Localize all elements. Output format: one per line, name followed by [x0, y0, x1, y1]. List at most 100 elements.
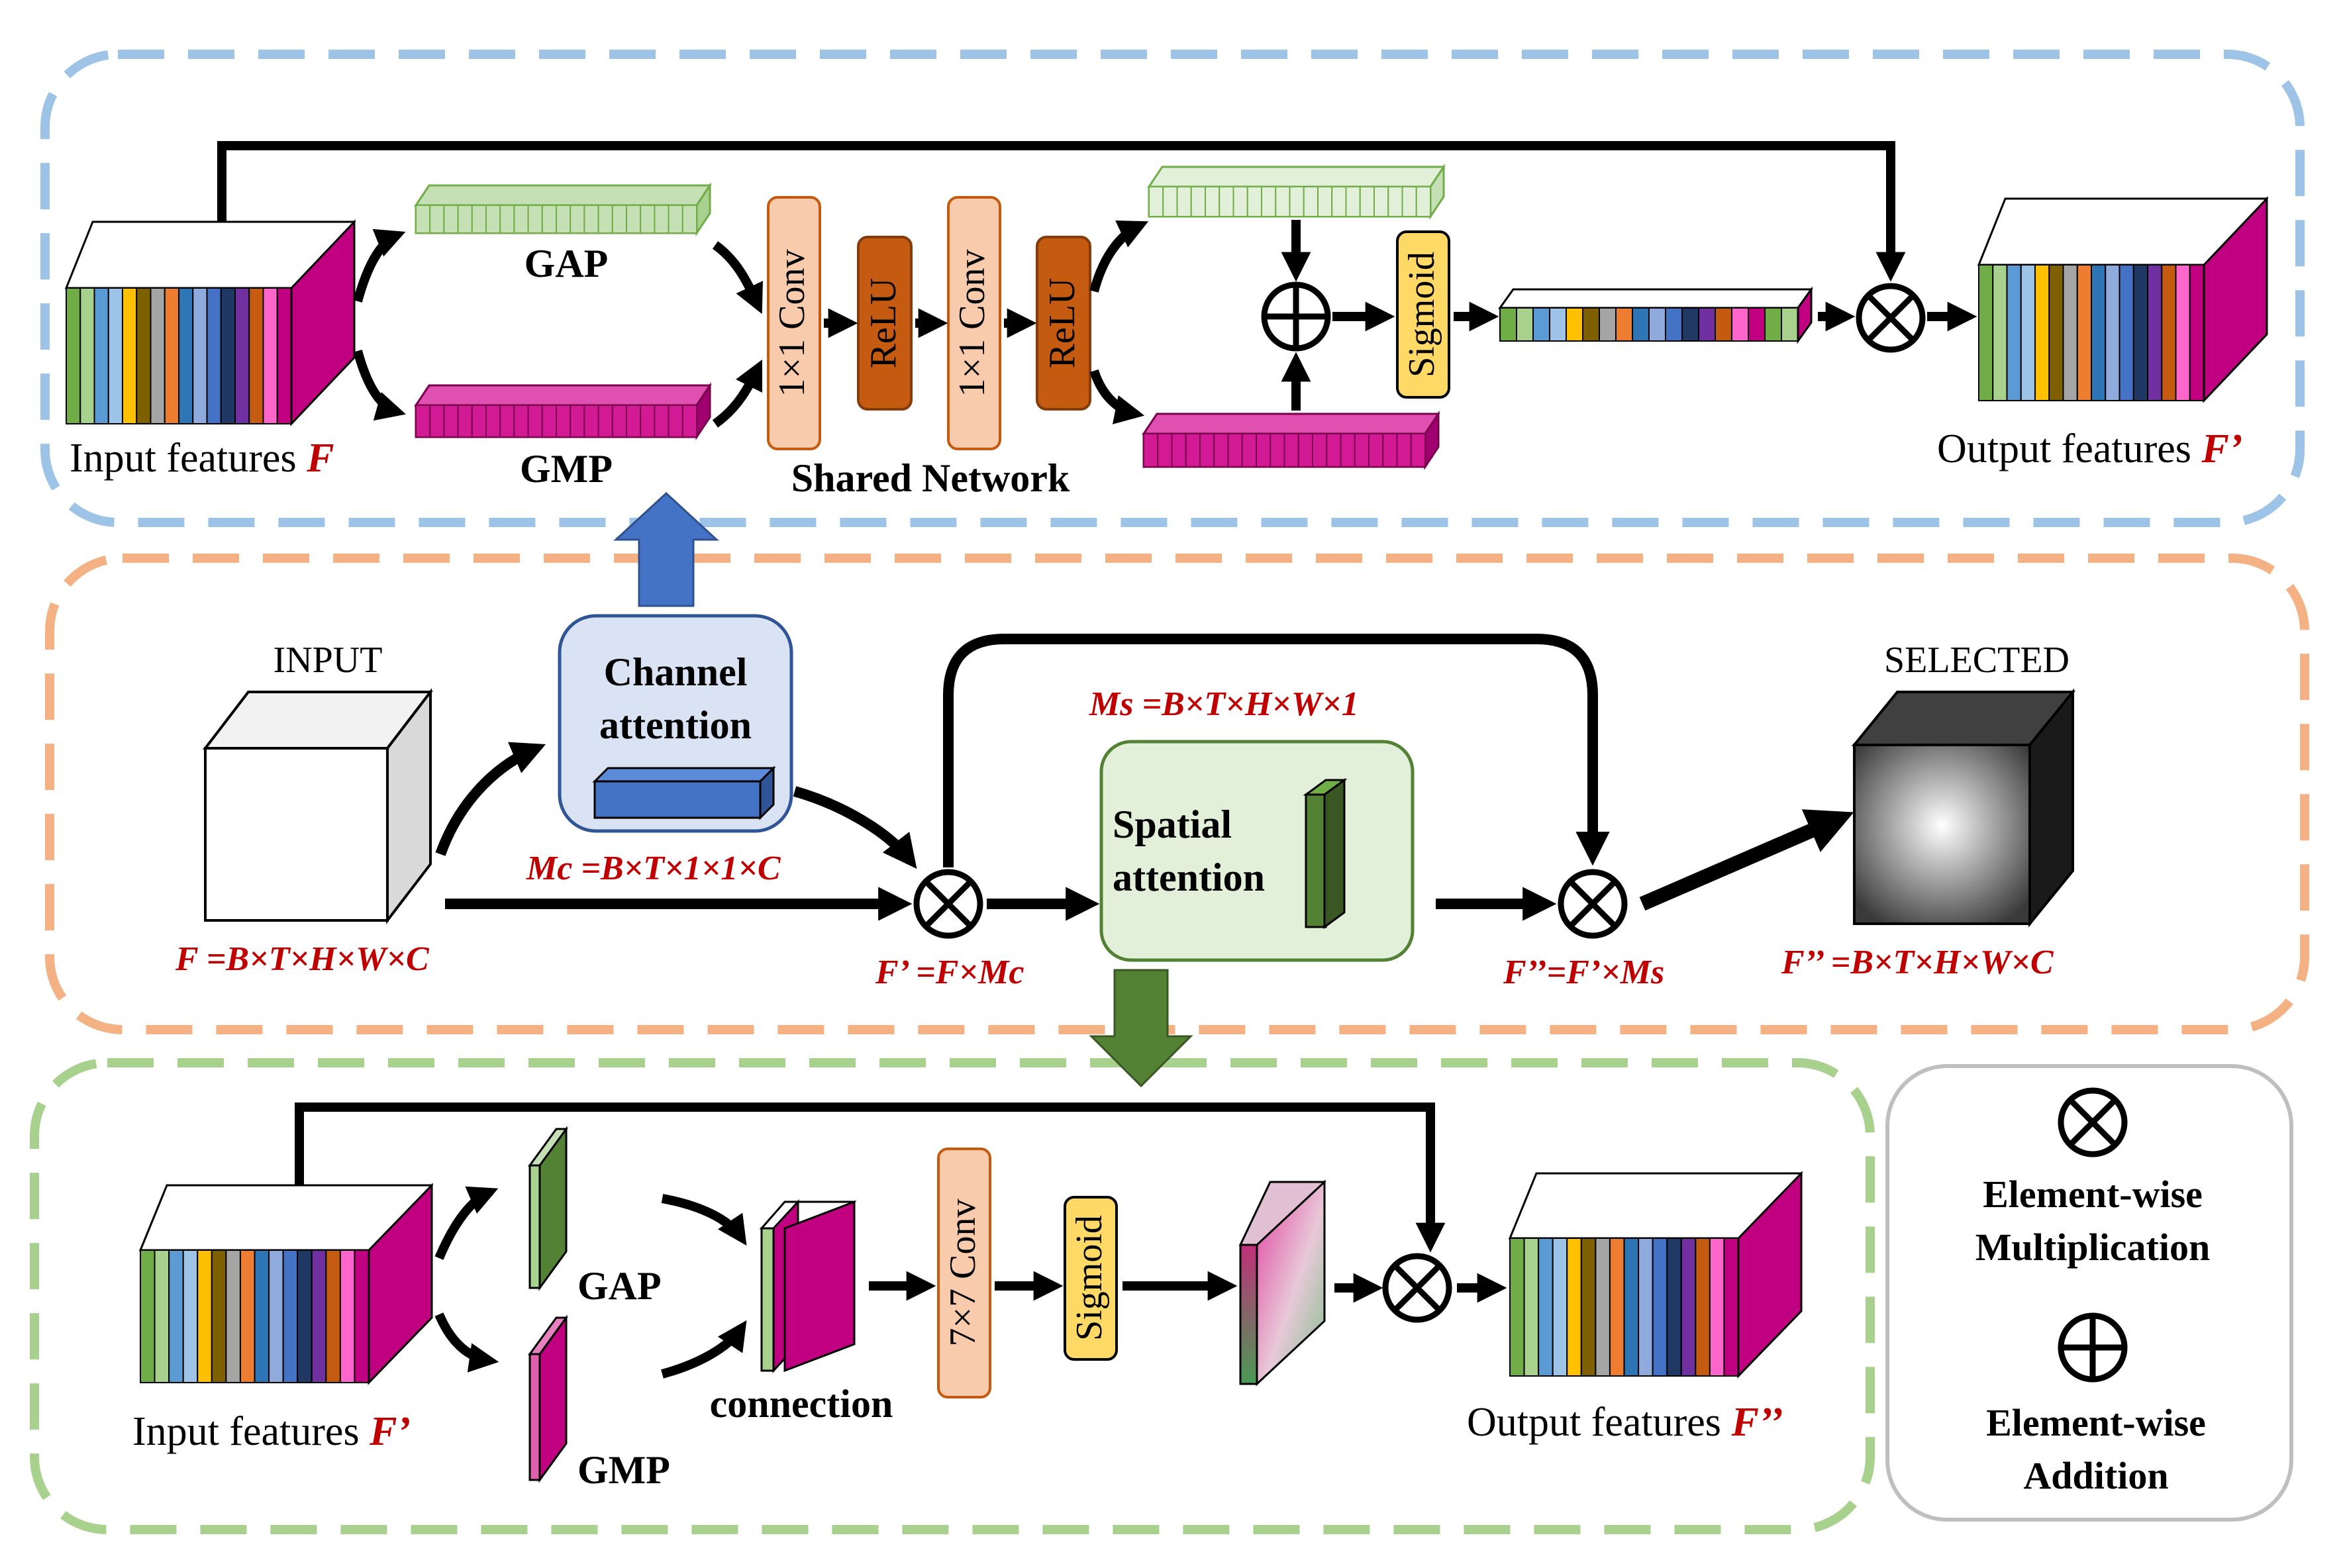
vector-cell [654, 205, 670, 234]
input-cube [202, 688, 434, 924]
channel-detail-arrow [613, 491, 719, 607]
vector-cell [1396, 433, 1412, 467]
feature-slice [239, 1250, 256, 1383]
feature-slice [268, 1250, 284, 1383]
vector-cell [1205, 186, 1221, 217]
conv1-box [767, 196, 821, 450]
vector-cell [668, 205, 683, 234]
channel-attention-frame [40, 50, 2305, 527]
feature-slice [1609, 1238, 1625, 1377]
vector-cell [485, 405, 501, 438]
relu2-label: ReLU [1042, 278, 1083, 369]
bottom-input-feature-stack [138, 1183, 434, 1385]
vector-cell [1599, 307, 1617, 342]
gmp-map [528, 1314, 568, 1483]
legend-multiply-icon [2058, 1087, 2128, 1157]
feature-slice [2006, 264, 2022, 401]
vector-cell [1246, 186, 1262, 217]
feature-slice [2119, 264, 2134, 401]
feature-slice [66, 287, 81, 424]
feature-slice [297, 1250, 313, 1383]
vector-cell [570, 205, 585, 234]
spatial-attention-label-2: attention [1113, 856, 1265, 899]
max-out-vector [1142, 411, 1440, 470]
vector-cell [443, 405, 459, 438]
vector-cell [499, 205, 515, 234]
selected-title: SELECTED [1884, 640, 2070, 681]
vector-cell [1615, 307, 1633, 342]
feature-slice [1666, 1238, 1682, 1377]
gmp-vector [414, 382, 712, 440]
top-input-feature-stack [64, 219, 356, 426]
feature-slice [1566, 1238, 1582, 1377]
vector-cell [626, 405, 642, 438]
feature-slice [276, 287, 292, 424]
feature-slice [2091, 264, 2107, 401]
vector-cell [556, 205, 572, 234]
vector-cell [541, 205, 557, 234]
vector-cell [1261, 186, 1277, 217]
vector-cell [1157, 433, 1173, 467]
feature-slice [1680, 1238, 1697, 1377]
vector-cell [1410, 433, 1426, 467]
vector-cell [1582, 307, 1600, 342]
gmp-label-top: GMP [520, 447, 613, 491]
mc-dimension-eq: Mc =B×T×1×1×C [526, 850, 781, 887]
input-title: INPUT [274, 640, 383, 681]
top-output-feature-stack [1977, 196, 2269, 403]
multiply-icon-mid-1 [913, 869, 983, 939]
multiply-icon-bottom [1382, 1253, 1452, 1323]
feature-slice [2189, 264, 2205, 401]
vector-cell [1359, 186, 1375, 217]
feature-slice [282, 1250, 299, 1383]
feature-slice [2105, 264, 2120, 401]
vector-cell [1219, 186, 1234, 217]
feature-slice [220, 287, 236, 424]
vector-cell [429, 405, 445, 438]
feature-slice [79, 287, 95, 424]
vector-cell [415, 405, 431, 438]
gap-label-top: GAP [524, 242, 609, 285]
ms-dimension-eq: Ms =B×T×H×W×1 [1089, 685, 1359, 723]
feature-slice [178, 287, 194, 424]
feature-slice [1552, 1238, 1568, 1377]
vector-cell [1227, 433, 1243, 467]
channel-attention-bar-icon [592, 765, 776, 820]
feature-slice [2147, 264, 2163, 401]
feature-slice [1595, 1238, 1611, 1377]
feature-slice [2048, 264, 2064, 401]
vector-cell [527, 405, 543, 438]
vector-cell [513, 205, 529, 234]
legend-multiply-line1: Element-wise [1983, 1173, 2203, 1216]
shared-network-label: Shared Network [791, 456, 1070, 500]
spatial-attention-label-1: Spatial [1113, 803, 1232, 846]
vector-cell [556, 405, 572, 438]
legend-multiply-line2: Multiplication [1975, 1226, 2210, 1269]
bottom-output-feature-stack [1508, 1171, 1803, 1379]
vector-cell [485, 205, 501, 234]
gap-map [528, 1126, 568, 1291]
top-input-caption: Input features F [70, 436, 334, 481]
vector-cell [611, 205, 627, 234]
conv2-box [947, 196, 1001, 450]
vector-cell [570, 405, 585, 438]
feature-slice [2034, 264, 2050, 401]
vector-cell [415, 205, 431, 234]
vector-cell [654, 405, 670, 438]
vector-cell [640, 405, 656, 438]
feature-slice [248, 287, 264, 424]
vector-cell [1148, 186, 1164, 217]
feature-slice [1723, 1238, 1739, 1377]
feature-slice [311, 1250, 327, 1383]
channel-attention-label-1: Channel [604, 650, 748, 694]
vector-cell [1143, 433, 1159, 467]
mid-arrows [435, 634, 1854, 921]
vector-cell [471, 405, 487, 438]
vector-cell [1532, 307, 1550, 342]
feature-slice [1652, 1238, 1668, 1377]
feature-slice [93, 287, 109, 424]
vector-cell [1681, 307, 1699, 342]
vector-cell [457, 405, 473, 438]
feature-slice [254, 1250, 270, 1383]
